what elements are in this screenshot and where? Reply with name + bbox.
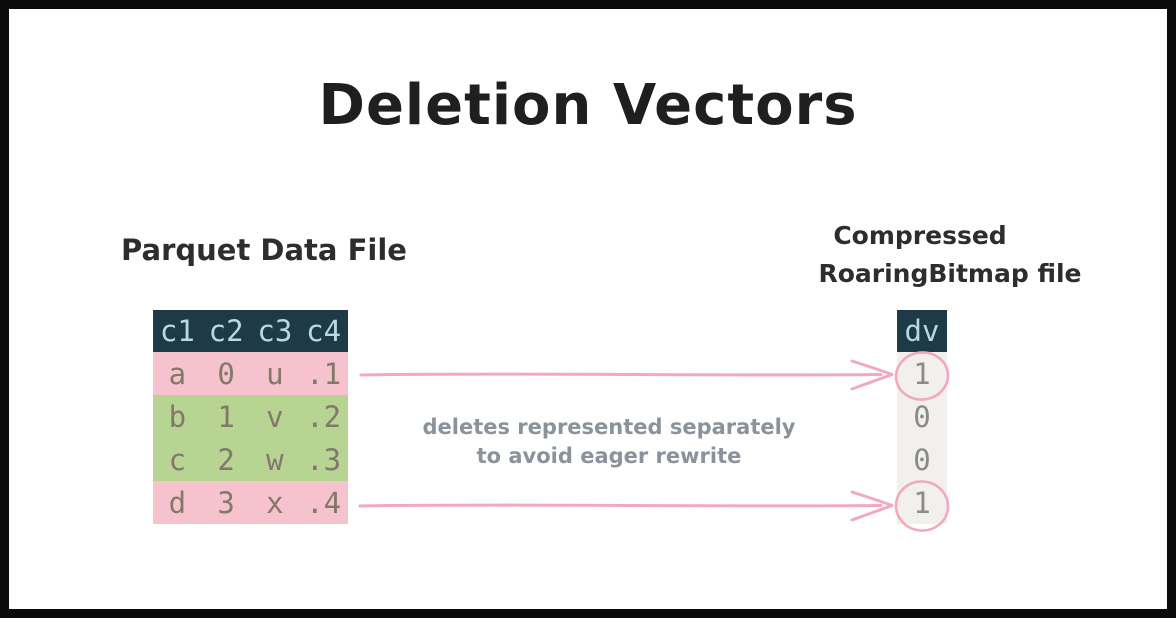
annotation-line2: to avoid eager rewrite xyxy=(476,444,742,468)
table-cell: 1 xyxy=(217,399,235,434)
column-header-c2: c2 xyxy=(208,314,244,348)
roaring-bitmap-label: Compressed RoaringBitmap file xyxy=(802,217,1098,293)
table-cell: .4 xyxy=(306,485,342,520)
table-cell: v xyxy=(266,399,284,434)
annotation-line1: deletes represented separately xyxy=(422,415,796,439)
column-header-c3: c3 xyxy=(257,314,293,348)
dv-column: dv 1 0 0 1 xyxy=(897,310,947,524)
parquet-table: c1 c2 c3 c4 a 0 u .1 b 1 v .2 c 2 w .3 d… xyxy=(153,310,348,524)
table-row-deleted: d 3 x .4 xyxy=(153,481,348,524)
table-cell: w xyxy=(266,442,284,477)
table-cell: d xyxy=(168,485,187,520)
roaring-bitmap-label-line2: RoaringBitmap file xyxy=(818,259,1082,288)
table-row-deleted: a 0 u .1 xyxy=(153,352,348,395)
table-cell: .1 xyxy=(306,356,342,391)
column-header-c4: c4 xyxy=(306,314,342,348)
pink-arrow-icon xyxy=(359,359,894,391)
dv-value: 0 xyxy=(913,399,931,434)
column-header-c1: c1 xyxy=(159,314,195,348)
pink-arrow-icon xyxy=(358,490,894,522)
table-cell: .2 xyxy=(306,399,342,434)
table-cell: 2 xyxy=(217,442,235,477)
table-cell: .3 xyxy=(306,442,342,477)
page-title: Deletion Vectors xyxy=(318,73,858,138)
table-cell: b xyxy=(168,399,187,434)
dv-value: 1 xyxy=(913,485,931,520)
dv-value: 1 xyxy=(913,356,931,391)
table-cell: a xyxy=(168,356,187,391)
roaring-bitmap-label-line1: Compressed xyxy=(833,221,1007,250)
parquet-header-row: c1 c2 c3 c4 xyxy=(153,310,348,352)
table-cell: u xyxy=(266,356,284,391)
dv-value: 0 xyxy=(913,442,931,477)
table-cell: c xyxy=(168,442,187,477)
table-row-kept: c 2 w .3 xyxy=(153,438,348,481)
dv-column-body: 1 0 0 1 xyxy=(897,352,947,524)
table-cell: 3 xyxy=(217,485,235,520)
table-cell: x xyxy=(266,485,284,520)
deletes-annotation: deletes represented separately to avoid … xyxy=(384,413,834,471)
table-row-kept: b 1 v .2 xyxy=(153,395,348,438)
dv-column-header: dv xyxy=(897,310,947,352)
parquet-file-label: Parquet Data File xyxy=(121,233,407,267)
table-cell: 0 xyxy=(217,356,235,391)
